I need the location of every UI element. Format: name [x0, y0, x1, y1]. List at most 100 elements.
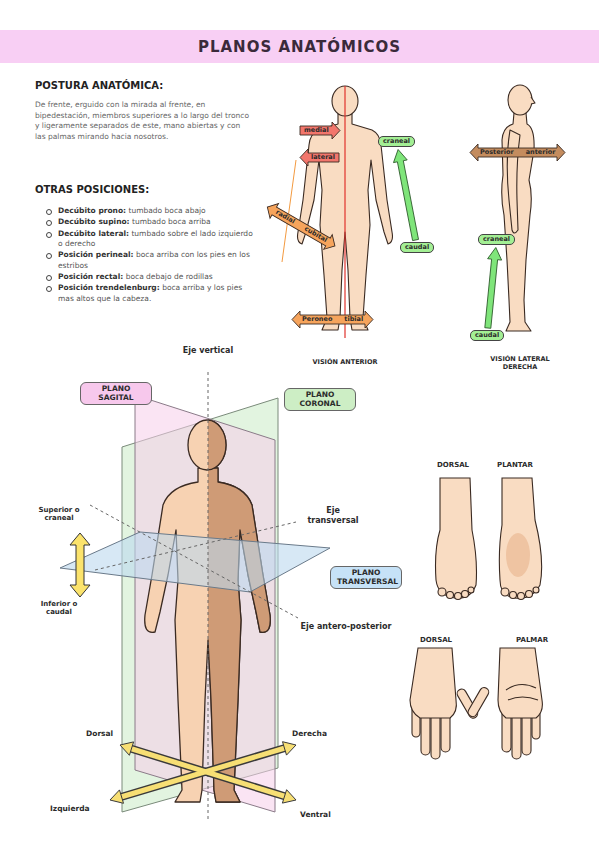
- bullet-dot: [46, 232, 52, 238]
- body-figure: [208, 420, 270, 802]
- text-label: PALMAR: [516, 636, 548, 644]
- term: Decúbito prono:: [58, 206, 126, 215]
- hands: [506, 684, 536, 690]
- feet: [462, 591, 469, 598]
- direction-cross: [283, 742, 297, 755]
- node-text: PLANO TRANSVERSAL: [337, 569, 395, 586]
- node-text: Peroneo: [302, 316, 332, 323]
- direction-cross: [282, 790, 296, 803]
- text-label: Eje antero-posterior: [300, 622, 392, 632]
- body-figure: [188, 420, 226, 470]
- text-label: Ventral: [300, 810, 331, 819]
- arrow-body: [300, 149, 339, 166]
- hands: [467, 686, 491, 718]
- direction-arrow: [394, 150, 419, 241]
- node-text: Posterior: [480, 149, 514, 156]
- anatomical-planes: [135, 395, 275, 812]
- text-label: Derecha: [292, 729, 327, 738]
- direction-arrow: [485, 248, 502, 329]
- feet: [499, 478, 541, 598]
- direction-cross: [110, 742, 296, 804]
- feet: [455, 593, 462, 600]
- text-label: Inferior o caudal: [30, 600, 88, 617]
- text-label: POSTURA ANATÓMICA:: [35, 80, 163, 92]
- list-item: Posición perineal: boca arriba con los p…: [45, 250, 255, 271]
- side-figure: [502, 85, 535, 331]
- feet: [438, 588, 446, 596]
- hands: [508, 697, 538, 700]
- text-label: DORSAL: [420, 636, 452, 644]
- direction-arrow: medial: [300, 124, 340, 137]
- text-label: Eje vertical: [178, 346, 238, 356]
- node-text: PLANO SAGITAL: [87, 385, 145, 402]
- bullet-dot: [46, 286, 52, 292]
- feet: [506, 533, 530, 577]
- feet: [468, 587, 474, 593]
- node-text: caudal: [475, 332, 499, 339]
- text-label: Izquierda: [50, 804, 90, 813]
- vertical-double-arrow: [70, 533, 90, 597]
- list-item: Decúbito lateral: tumbado sobre el lado …: [45, 229, 255, 250]
- feet: [501, 588, 509, 596]
- text-label: De frente, erguido con la mirada al fren…: [35, 100, 253, 142]
- node-text: craneal: [483, 236, 510, 243]
- term: Posición rectal:: [58, 272, 123, 281]
- node-text: medial: [304, 127, 329, 134]
- side-figure: [502, 113, 534, 331]
- hands: [410, 648, 542, 759]
- text-label: DORSAL: [437, 461, 469, 469]
- definition: tumbado boca arriba: [132, 217, 211, 226]
- term-pill: craneal: [478, 234, 515, 245]
- bullet-dot: [46, 209, 52, 215]
- node-text: lateral: [311, 154, 335, 161]
- list-item: Decúbito supino: tumbado boca arriba: [45, 217, 255, 227]
- node-text: caudal: [405, 244, 429, 251]
- direction-cross: [120, 742, 134, 755]
- axis-lines: [90, 505, 298, 618]
- midline: [344, 86, 345, 338]
- bullet-dot: [46, 275, 52, 281]
- direction-arrow: lateral: [300, 151, 339, 164]
- axis-lines: [208, 372, 209, 822]
- feet: [526, 591, 533, 598]
- term-pill: caudal: [470, 330, 504, 341]
- arrow-body: [292, 311, 373, 328]
- node-text: PLANO CORONAL: [291, 391, 349, 408]
- page-title: PLANOS ANATÓMICOS: [0, 38, 599, 56]
- hands: [410, 648, 456, 718]
- definition: tumbado boca abajo: [129, 206, 206, 215]
- direction-arrow: Peroneo tibial: [292, 313, 373, 326]
- list-item: Posición rectal: boca debajo de rodillas: [45, 272, 255, 282]
- node-text: tibial: [344, 316, 363, 323]
- feet: [447, 592, 454, 599]
- direction-cross: [121, 748, 285, 797]
- node-text: craneal: [383, 138, 410, 145]
- term: Decúbito supino:: [58, 217, 130, 226]
- axis-lines: [90, 372, 298, 822]
- body-figure: [208, 420, 226, 470]
- term-pill: craneal: [378, 136, 415, 147]
- feet: [436, 478, 477, 598]
- plane-tag: PLANO CORONAL: [284, 388, 356, 411]
- bullet-dot: [46, 220, 52, 226]
- side-figure: [508, 85, 532, 115]
- term-pill: caudal: [400, 242, 434, 253]
- text-label: VISIÓN ANTERIOR: [300, 359, 390, 367]
- term: Decúbito lateral:: [58, 229, 129, 238]
- direction-cross: [110, 790, 124, 803]
- hands: [498, 648, 542, 718]
- side-figure: [531, 97, 535, 104]
- node-text: radial: [274, 209, 296, 226]
- definition: boca debajo de rodillas: [126, 272, 213, 281]
- feet: [533, 587, 539, 593]
- feet: [510, 592, 517, 599]
- term: Posición perineal:: [58, 250, 134, 259]
- term: Posición trendelenburg:: [58, 283, 160, 292]
- position-list: Decúbito prono: tumbado boca abajoDecúbi…: [45, 206, 255, 305]
- text-label: Eje transversal: [300, 506, 366, 525]
- transverse-plane: [60, 532, 330, 592]
- side-figure: [507, 130, 520, 233]
- text-label: PLANTAR: [497, 461, 533, 469]
- direction-cross: [110, 742, 296, 804]
- node-text: anterior: [526, 149, 556, 156]
